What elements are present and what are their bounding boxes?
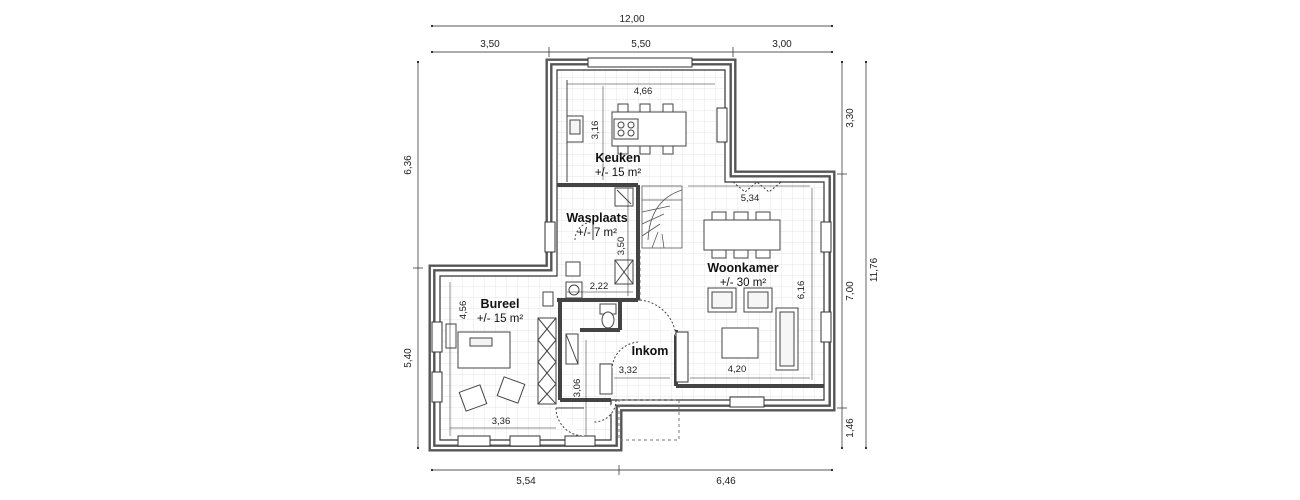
dim-top-total: 12,00: [619, 14, 644, 25]
room-wasplaats-area: +/- 7 m²: [577, 227, 617, 239]
dim-right-total: 11,76: [869, 257, 880, 282]
toilet-and-entry: [565, 299, 680, 441]
office-furniture: [445, 291, 585, 437]
kitchen-furniture: [566, 80, 687, 182]
dim-top-left: 3,50: [480, 39, 500, 50]
room-keuken-name: Keuken: [595, 151, 640, 165]
dim-left-top: 6,36: [403, 155, 414, 175]
room-keuken-area: +/- 15 m²: [595, 167, 642, 179]
room-keuken-width: 4,66: [634, 86, 653, 97]
room-keuken-depth: 3,16: [590, 121, 601, 140]
room-bureel-area: +/- 15 m²: [477, 313, 524, 325]
living-room-furniture: [703, 181, 799, 371]
room-inkom-name: Inkom: [632, 344, 669, 358]
dim-top-middle: 5,50: [631, 39, 651, 50]
dim-right-top: 3,30: [845, 108, 856, 128]
dimension-lines: [413, 24, 868, 475]
room-inkom-depth: 3,06: [572, 379, 583, 398]
dim-top-right: 3,00: [772, 39, 792, 50]
room-inkom-width: 3,32: [619, 365, 638, 376]
room-wasplaats-depth: 3,50: [616, 237, 627, 256]
room-woonkamer-depth: 6,16: [796, 281, 807, 300]
laundry-furniture: [565, 187, 634, 299]
room-bureel-width: 3,36: [492, 416, 511, 427]
room-wasplaats-width: 2,22: [590, 281, 609, 292]
room-woonkamer-area: +/- 30 m²: [720, 277, 767, 289]
room-bureel-name: Bureel: [481, 297, 520, 311]
staircase: [639, 185, 683, 300]
dim-bottom-right: 6,46: [716, 476, 736, 487]
dim-right-middle: 7,00: [845, 281, 856, 301]
room-woonkamer-name: Woonkamer: [707, 261, 778, 275]
windows: [431, 57, 832, 447]
dim-left-bottom: 5,40: [403, 348, 414, 368]
room-woonkamer-width-top: 5,34: [741, 193, 760, 204]
dim-bottom-left: 5,54: [516, 476, 536, 487]
room-bureel-depth: 4,56: [458, 301, 469, 320]
room-wasplaats-name: Wasplaats: [566, 211, 627, 225]
dim-right-bottom: 1,46: [845, 418, 856, 438]
room-woonkamer-width-bottom: 4,20: [728, 364, 747, 375]
